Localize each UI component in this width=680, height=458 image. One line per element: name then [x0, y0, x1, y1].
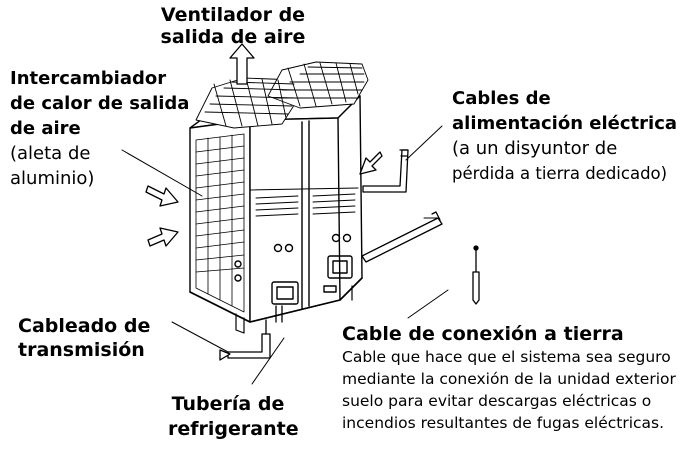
label-heat-exchanger-line1: Intercambiador [10, 68, 167, 89]
label-heat-exchanger-line2: de calor de salida [10, 93, 190, 114]
air-outflow-arrow [229, 43, 255, 85]
label-ground-line2: mediante la conexión de la unidad exteri… [342, 370, 680, 388]
label-refrigerant-line1: Tubería de [171, 393, 285, 415]
label-fan-line1: Ventilador de [160, 4, 306, 26]
label-ground-line1: Cable que hace que el sistema sea seguro [342, 348, 671, 366]
label-heat-exchanger-line3: de aire [10, 118, 81, 139]
label-transmission-line2: transmisión [18, 339, 145, 361]
leader-lines [121, 125, 449, 385]
label-power-cables-line2: alimentación eléctrica [452, 113, 678, 134]
label-heat-exchanger: Intercambiador de calor de salida de air… [10, 66, 189, 191]
label-power-cables-line1: Cables de [452, 88, 551, 109]
label-fan-line2: salida de aire [160, 26, 306, 49]
label-refrigerant: Tubería de refrigerante [168, 392, 299, 442]
label-heat-exchanger-line5: aluminio) [10, 168, 95, 189]
label-ground: Cable de conexión a tierra Cable que hac… [342, 322, 680, 434]
heat-exchanger-grille [195, 133, 245, 313]
transmission-wiring [219, 319, 271, 361]
label-fan: Ventilador de salida de aire [148, 4, 318, 49]
label-refrigerant-line2: refrigerante [168, 418, 299, 440]
label-ground-line4: incendios resultantes de fugas eléctrica… [342, 414, 665, 432]
fan-guards [195, 61, 369, 129]
ground-cable-conduit [361, 211, 480, 305]
label-power-cables: Cables de alimentación eléctrica (a un d… [452, 86, 677, 186]
cabinet-body [189, 95, 363, 334]
label-transmission: Cableado de transmisión [18, 314, 150, 362]
power-cable [362, 149, 409, 193]
label-power-cables-line3: (a un disyuntor de [452, 138, 618, 159]
label-heat-exchanger-line4: (aleta de [10, 143, 91, 164]
label-power-cables-line4: pérdida a tierra dedicado) [452, 164, 668, 183]
label-ground-title: Cable de conexión a tierra [342, 323, 624, 345]
label-ground-line3: suelo para evitar descargas eléctricas o [342, 392, 652, 410]
label-transmission-line1: Cableado de [18, 315, 151, 337]
refrigerant-pipes [275, 305, 283, 323]
air-intake-arrows [145, 151, 383, 247]
